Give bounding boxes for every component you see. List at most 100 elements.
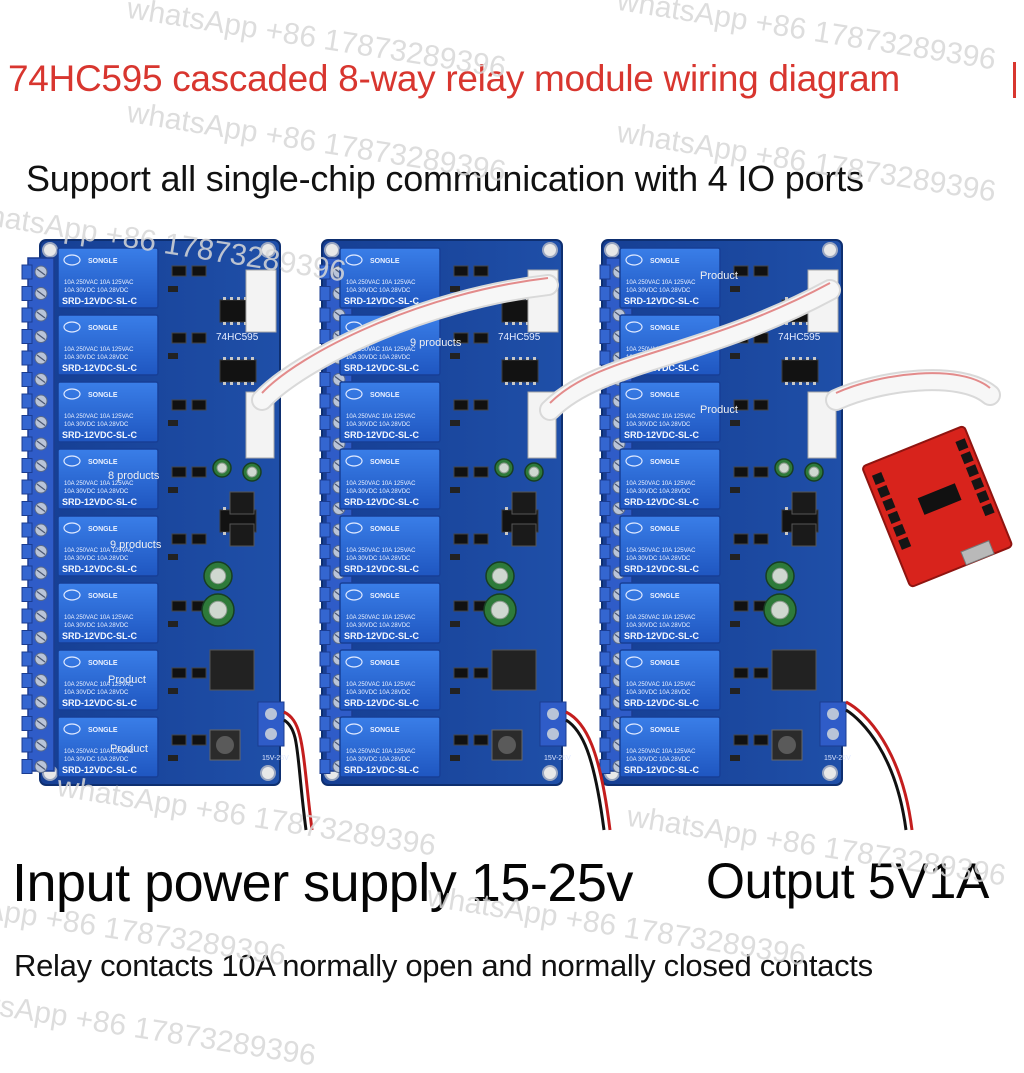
voltage-regulator bbox=[209, 649, 255, 691]
transistor bbox=[171, 399, 187, 411]
terminal-block bbox=[599, 264, 611, 280]
terminal-block bbox=[599, 716, 611, 731]
terminal-block bbox=[319, 737, 331, 753]
relay-brand: SONGLE bbox=[650, 660, 680, 667]
terminal-block bbox=[21, 651, 33, 667]
chip-label: 74HC595 bbox=[498, 332, 541, 343]
terminal-block bbox=[21, 522, 33, 538]
adapter-header-pin bbox=[871, 471, 885, 485]
screw-slot bbox=[36, 612, 46, 620]
smd-part bbox=[450, 420, 460, 426]
power-screw bbox=[547, 708, 559, 720]
transistor bbox=[453, 265, 469, 277]
screw-slot bbox=[36, 268, 46, 276]
relay bbox=[57, 649, 159, 711]
title-cursor-bar bbox=[1013, 62, 1016, 98]
ribbon-cable-1-stripe bbox=[261, 277, 549, 394]
screw-slot bbox=[36, 419, 46, 426]
relay-logo bbox=[63, 254, 81, 266]
relay bbox=[57, 582, 159, 644]
terminal-block bbox=[21, 694, 33, 710]
screw-slot bbox=[36, 720, 46, 727]
capacitor-top bbox=[808, 466, 820, 478]
relay-logo bbox=[63, 388, 81, 400]
terminal-block bbox=[319, 307, 331, 323]
relay-brand: SONGLE bbox=[370, 727, 400, 734]
relay-model: SRD-12VDC-SL-C bbox=[62, 430, 138, 440]
transistor bbox=[453, 466, 469, 478]
relay-rating-1: 10A 250VAC 10A 125VAC bbox=[346, 280, 416, 286]
ribbon-cable-2-stripe bbox=[549, 282, 831, 404]
terminal-block bbox=[21, 329, 33, 344]
relay-brand: SONGLE bbox=[88, 593, 118, 600]
relay bbox=[57, 448, 159, 510]
terminal-block bbox=[599, 630, 611, 645]
relay-brand: SONGLE bbox=[650, 526, 680, 533]
terminal-block bbox=[21, 415, 33, 430]
relay-rating-1: 10A 250VAC 10A 125VAC bbox=[626, 548, 696, 554]
smd-part bbox=[450, 353, 460, 359]
smd-part bbox=[730, 420, 740, 426]
relay-rating-1: 10A 250VAC 10A 125VAC bbox=[64, 749, 134, 755]
terminal-block bbox=[599, 350, 611, 366]
transistor bbox=[473, 265, 489, 277]
relay-model: SRD-12VDC-SL-C bbox=[344, 497, 420, 507]
terminal-block bbox=[319, 415, 331, 430]
transistor bbox=[191, 332, 207, 344]
ic-pin bbox=[237, 322, 240, 325]
relay-logo bbox=[625, 522, 643, 534]
transistor bbox=[733, 265, 749, 277]
terminal-block bbox=[319, 694, 331, 710]
relay-model: SRD-12VDC-SL-C bbox=[62, 765, 138, 775]
ic-pin bbox=[512, 322, 515, 325]
mosfet bbox=[791, 523, 817, 547]
ic-pin bbox=[244, 357, 247, 360]
ic-pin bbox=[237, 297, 240, 300]
screw-slot bbox=[36, 763, 46, 770]
adapter-header-pin bbox=[882, 497, 896, 511]
relay-rating-1: 10A 250VAC 10A 125VAC bbox=[346, 347, 416, 353]
relay-brand: SONGLE bbox=[650, 727, 680, 734]
relay-logo bbox=[345, 455, 363, 467]
chip-label: 74HC595 bbox=[216, 332, 259, 343]
mosfet bbox=[511, 491, 537, 515]
power-screw bbox=[827, 708, 839, 720]
terminal-block bbox=[599, 587, 611, 602]
relay-logo bbox=[625, 723, 643, 735]
relay-rating-2: 10A 30VDC 10A 28VDC bbox=[346, 422, 411, 428]
smd-part bbox=[450, 286, 460, 292]
mounting-hole bbox=[822, 242, 838, 258]
terminal-block bbox=[319, 501, 331, 516]
screw-slot bbox=[334, 505, 344, 512]
relay bbox=[57, 247, 159, 309]
terminal-block bbox=[319, 587, 331, 602]
ic-pin bbox=[505, 507, 508, 510]
relay-logo bbox=[345, 723, 363, 735]
relay bbox=[619, 381, 721, 443]
terminal-block bbox=[599, 501, 611, 516]
power-screw bbox=[265, 708, 277, 720]
diagram-subtitle: Support all single-chip communication wi… bbox=[26, 158, 864, 199]
relay-brand: SONGLE bbox=[370, 660, 400, 667]
transistor bbox=[473, 667, 489, 679]
relay-rating-2: 10A 30VDC 10A 28VDC bbox=[346, 623, 411, 629]
terminal-block bbox=[599, 307, 611, 323]
terminal-block bbox=[21, 479, 33, 495]
relay-rating-1: 10A 250VAC 10A 125VAC bbox=[626, 280, 696, 286]
adapter-header-pin bbox=[955, 438, 969, 452]
power-lead-red bbox=[283, 710, 314, 831]
smd-part bbox=[450, 487, 460, 493]
relay-model: SRD-12VDC-SL-C bbox=[62, 698, 138, 708]
terminal-block bbox=[319, 759, 331, 774]
ic-pin bbox=[792, 382, 795, 385]
relay-model: SRD-12VDC-SL-C bbox=[344, 564, 420, 574]
ic-pin bbox=[533, 357, 536, 360]
ic-pin bbox=[223, 382, 226, 385]
ic-pin bbox=[230, 297, 233, 300]
transistor bbox=[171, 265, 187, 277]
transistor bbox=[171, 667, 187, 679]
relay-brand: SONGLE bbox=[650, 593, 680, 600]
relay-rating-1: 10A 250VAC 10A 125VAC bbox=[346, 615, 416, 621]
power-screw bbox=[827, 728, 839, 740]
